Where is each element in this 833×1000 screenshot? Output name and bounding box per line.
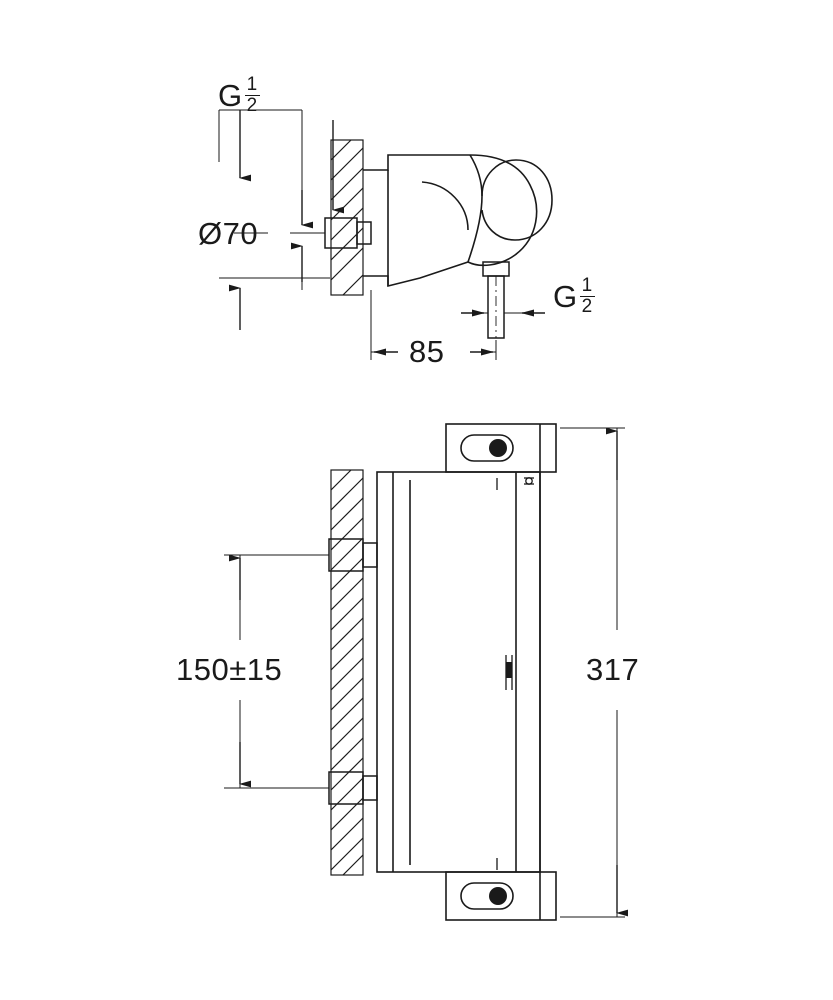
dim-ext-diameter-70 xyxy=(219,248,330,290)
body-detail-marks xyxy=(496,477,534,870)
mixer-body-outline-top xyxy=(363,154,553,288)
label-diameter-70: Ø70 xyxy=(198,216,259,251)
dim-arrows-diameter-70 xyxy=(229,190,313,330)
outlet-spigot-top xyxy=(482,261,510,339)
label-overall-height-317: 317 xyxy=(586,652,640,687)
label-g-half-top-letter: G xyxy=(218,78,243,114)
wall-hatching-bottom xyxy=(330,469,364,876)
inlet-connector-upper xyxy=(328,538,378,572)
bottom-view-group xyxy=(224,423,628,921)
dim-arrows-g-top xyxy=(239,110,344,214)
top-view-group xyxy=(218,109,553,360)
wall-hatching-top xyxy=(330,139,364,296)
mixer-bottom-cap xyxy=(445,871,557,921)
label-projection-85: 85 xyxy=(409,334,445,369)
label-g-half-right-letter: G xyxy=(553,279,578,315)
label-inlet-centres-150: 150±15 xyxy=(176,652,283,687)
mixer-top-cap xyxy=(445,423,557,473)
mixer-body-outline-bottom xyxy=(376,471,541,873)
dim-lines-g-top xyxy=(218,109,303,218)
